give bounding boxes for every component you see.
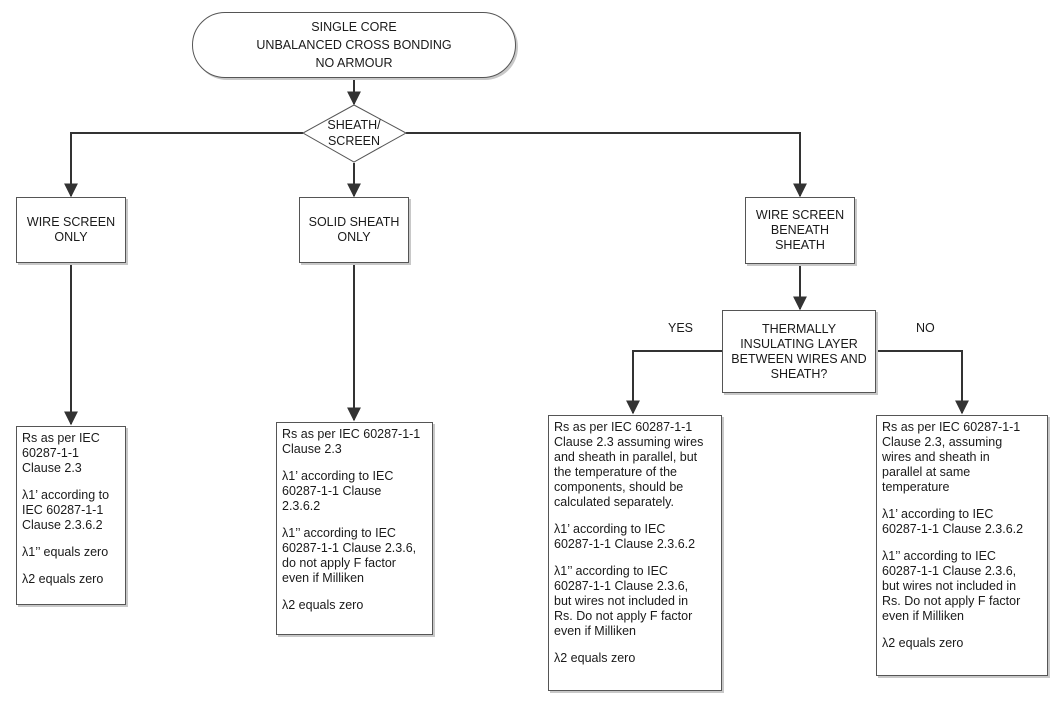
no-branch-lambda1p-text: λ1’ according to IEC 60287-1-1 Clause 2.… [882, 507, 1024, 536]
wire-screen-lambda1pp-text: λ1’’ equals zero [22, 545, 109, 559]
no-branch-rs-text: Rs as per IEC 60287-1-1 Clause 2.3, assu… [882, 420, 1021, 494]
solid-sheath-lambda1pp-text: λ1’’ according to IEC 60287-1-1 Clause 2… [282, 526, 417, 585]
sheath-screen-decision-diamond [301, 104, 408, 163]
solid-sheath-lambda2-text: λ2 equals zero [282, 598, 364, 612]
wire-screen-beneath-sheath-box: WIRE SCREEN BENEATH SHEATH [745, 197, 855, 264]
start-terminator: SINGLE CORE UNBALANCED CROSS BONDING NO … [192, 12, 516, 78]
connector-decision-to-wire-beneath [406, 132, 807, 198]
solid-sheath-only-box: SOLID SHEATH ONLY [299, 197, 409, 263]
thermal-layer-decision-label: THERMALLY INSULATING LAYER BETWEEN WIRES… [731, 321, 867, 381]
yes-branch-label: YES [668, 321, 694, 335]
no-branch-lambda2-text: λ2 equals zero [882, 636, 964, 650]
yes-branch-lambda1p-text: λ1’ according to IEC 60287-1-1 Clause 2.… [554, 522, 696, 551]
yes-branch-lambda2-text: λ2 equals zero [554, 651, 636, 665]
connector-no-branch [876, 350, 969, 415]
solid-sheath-only-label: SOLID SHEATH ONLY [308, 215, 400, 244]
solid-sheath-lambda1p-text: λ1’ according to IEC 60287-1-1 Clause 2.… [282, 469, 394, 513]
start-label: SINGLE CORE UNBALANCED CROSS BONDING NO … [256, 20, 452, 70]
wire-screen-result-box: Rs as per IEC 60287-1-1 Clause 2.3 λ1’ a… [16, 426, 126, 605]
solid-sheath-rs-text: Rs as per IEC 60287-1-1 Clause 2.3 [282, 427, 421, 456]
connector-decision-to-wire-screen [64, 132, 303, 198]
no-branch-label: NO [916, 321, 935, 335]
no-branch-lambda1pp-text: λ1’’ according to IEC 60287-1-1 Clause 2… [882, 549, 1021, 623]
wire-screen-beneath-sheath-label: WIRE SCREEN BENEATH SHEATH [755, 208, 845, 252]
wire-screen-rs-text: Rs as per IEC 60287-1-1 Clause 2.3 [22, 431, 100, 475]
yes-branch-result-box: Rs as per IEC 60287-1-1 Clause 2.3 assum… [548, 415, 722, 691]
wire-screen-only-box: WIRE SCREEN ONLY [16, 197, 126, 263]
yes-branch-lambda1pp-text: λ1’’ according to IEC 60287-1-1 Clause 2… [554, 564, 693, 638]
thermal-layer-decision-box: THERMALLY INSULATING LAYER BETWEEN WIRES… [722, 310, 876, 393]
no-branch-result-box: Rs as per IEC 60287-1-1 Clause 2.3, assu… [876, 415, 1048, 676]
yes-branch-rs-text: Rs as per IEC 60287-1-1 Clause 2.3 assum… [554, 420, 704, 509]
solid-sheath-result-box: Rs as per IEC 60287-1-1 Clause 2.3 λ1’ a… [276, 422, 433, 635]
wire-screen-lambda1p-text: λ1’ according to IEC 60287-1-1 Clause 2.… [22, 488, 110, 532]
wire-screen-lambda2-text: λ2 equals zero [22, 572, 104, 586]
sheath-screen-decision-label: SHEATH/ SCREEN [327, 118, 381, 148]
connector-yes-branch [626, 350, 722, 415]
wire-screen-only-label: WIRE SCREEN ONLY [26, 215, 116, 244]
